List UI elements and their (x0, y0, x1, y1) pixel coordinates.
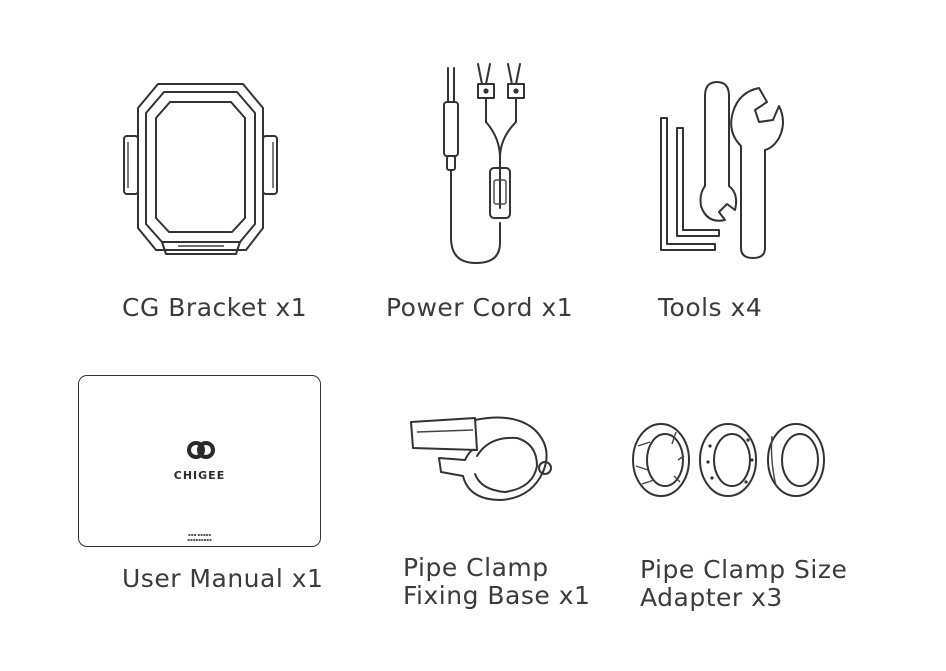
pipe-clamp-adapter-label-line1: Pipe Clamp Size (640, 555, 848, 584)
cg-bracket-label: CG Bracket x1 (122, 293, 308, 322)
pipe-clamp-adapter-label-line2: Adapter x3 (640, 583, 783, 612)
power-cord-illustration (443, 63, 525, 264)
pipe-clamp-base-label-line1: Pipe Clamp (403, 553, 549, 582)
manual-fine-print: ▪▪▪ ▪▪▪▪▪▪▪▪▪▪▪▪▪▪ (187, 532, 212, 542)
chigee-logo-icon (187, 441, 215, 459)
tools-label: Tools x4 (658, 293, 763, 322)
user-manual-label: User Manual x1 (122, 564, 324, 593)
pipe-clamp-base-illustration (410, 416, 552, 501)
chigee-brand: CHIGEE (173, 469, 226, 482)
user-manual-illustration: CHIGEE ▪▪▪ ▪▪▪▪▪▪▪▪▪▪▪▪▪▪ (78, 375, 321, 547)
power-cord-label: Power Cord x1 (386, 293, 574, 322)
cg-bracket-illustration (123, 83, 278, 255)
pipe-clamp-adapter-illustration (632, 423, 825, 497)
tools-illustration (660, 81, 784, 259)
pipe-clamp-base-label-line2: Fixing Base x1 (403, 581, 591, 610)
